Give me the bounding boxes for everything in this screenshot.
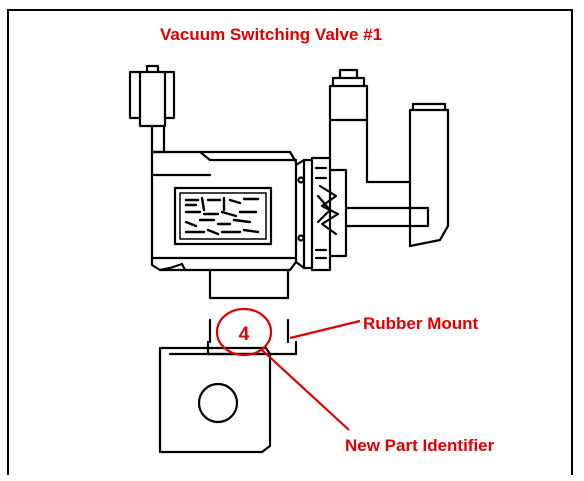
diagram-title: Vacuum Switching Valve #1: [160, 25, 383, 44]
identifier-circle: [215, 307, 273, 357]
mounting-bracket: [158, 346, 272, 454]
identifier-number: 4: [239, 324, 250, 345]
rubber-mount-leader: [289, 319, 361, 340]
new-part-identifier-label: New Part Identifier: [345, 436, 495, 455]
elbow-port: [344, 102, 450, 248]
upper-port: [328, 68, 369, 160]
identifier-leader: [261, 349, 350, 431]
valve-body: [150, 150, 298, 300]
label-plate: [173, 186, 273, 246]
rubber-mount-label: Rubber Mount: [363, 314, 479, 333]
valve-flange: [294, 156, 348, 272]
diagram-frame: [7, 9, 573, 475]
electrical-connector: [128, 64, 176, 154]
